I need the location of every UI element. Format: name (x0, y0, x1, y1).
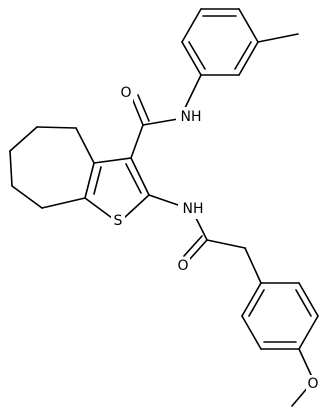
atom-label-s: S (114, 213, 123, 229)
bond (9, 150, 13, 187)
atom-label-nh: NH (183, 201, 204, 217)
bond (93, 157, 132, 164)
bond (137, 94, 150, 122)
bond (244, 247, 262, 284)
carbonyl-oxygen-top: O (119, 84, 133, 102)
thiophene-sulfur: S (111, 212, 125, 230)
bond (298, 315, 319, 350)
bond (234, 41, 252, 70)
amide-nh-top: NH (176, 107, 206, 127)
bond (36, 126, 77, 129)
bond (93, 166, 102, 195)
atom-label-o: O (307, 376, 318, 392)
atom-label-o: O (120, 85, 131, 101)
bond (130, 157, 150, 196)
bond (188, 239, 208, 261)
bond (241, 315, 262, 350)
methoxy-oxygen: O (306, 375, 320, 393)
bond (41, 197, 86, 209)
bond-layer (9, 8, 319, 407)
bond (84, 162, 95, 199)
atom-label-layer: O NH S NH O O (111, 84, 320, 393)
bond (75, 127, 95, 164)
bond (181, 8, 202, 43)
bond (238, 41, 259, 76)
bond (183, 235, 203, 257)
bond (125, 163, 142, 194)
atom-label-nh: NH (181, 109, 202, 125)
carbonyl-oxygen-bottom: O (176, 257, 190, 275)
bond (238, 8, 259, 43)
bond (206, 239, 246, 249)
bond (188, 41, 206, 70)
bond (131, 97, 144, 126)
bond (181, 41, 202, 76)
bond (298, 348, 313, 378)
bond (148, 194, 179, 206)
bond (183, 74, 202, 111)
bond (295, 289, 312, 317)
bond (84, 197, 113, 219)
bond (257, 33, 299, 43)
bond (11, 185, 43, 209)
amide-nh-bottom: NH (178, 199, 208, 219)
bond (123, 194, 150, 219)
atom-label-o: O (177, 258, 188, 274)
bond (248, 289, 265, 317)
bond (9, 126, 38, 152)
bond (241, 282, 262, 317)
bond (298, 282, 319, 317)
bond (130, 124, 144, 159)
bond (142, 118, 179, 126)
